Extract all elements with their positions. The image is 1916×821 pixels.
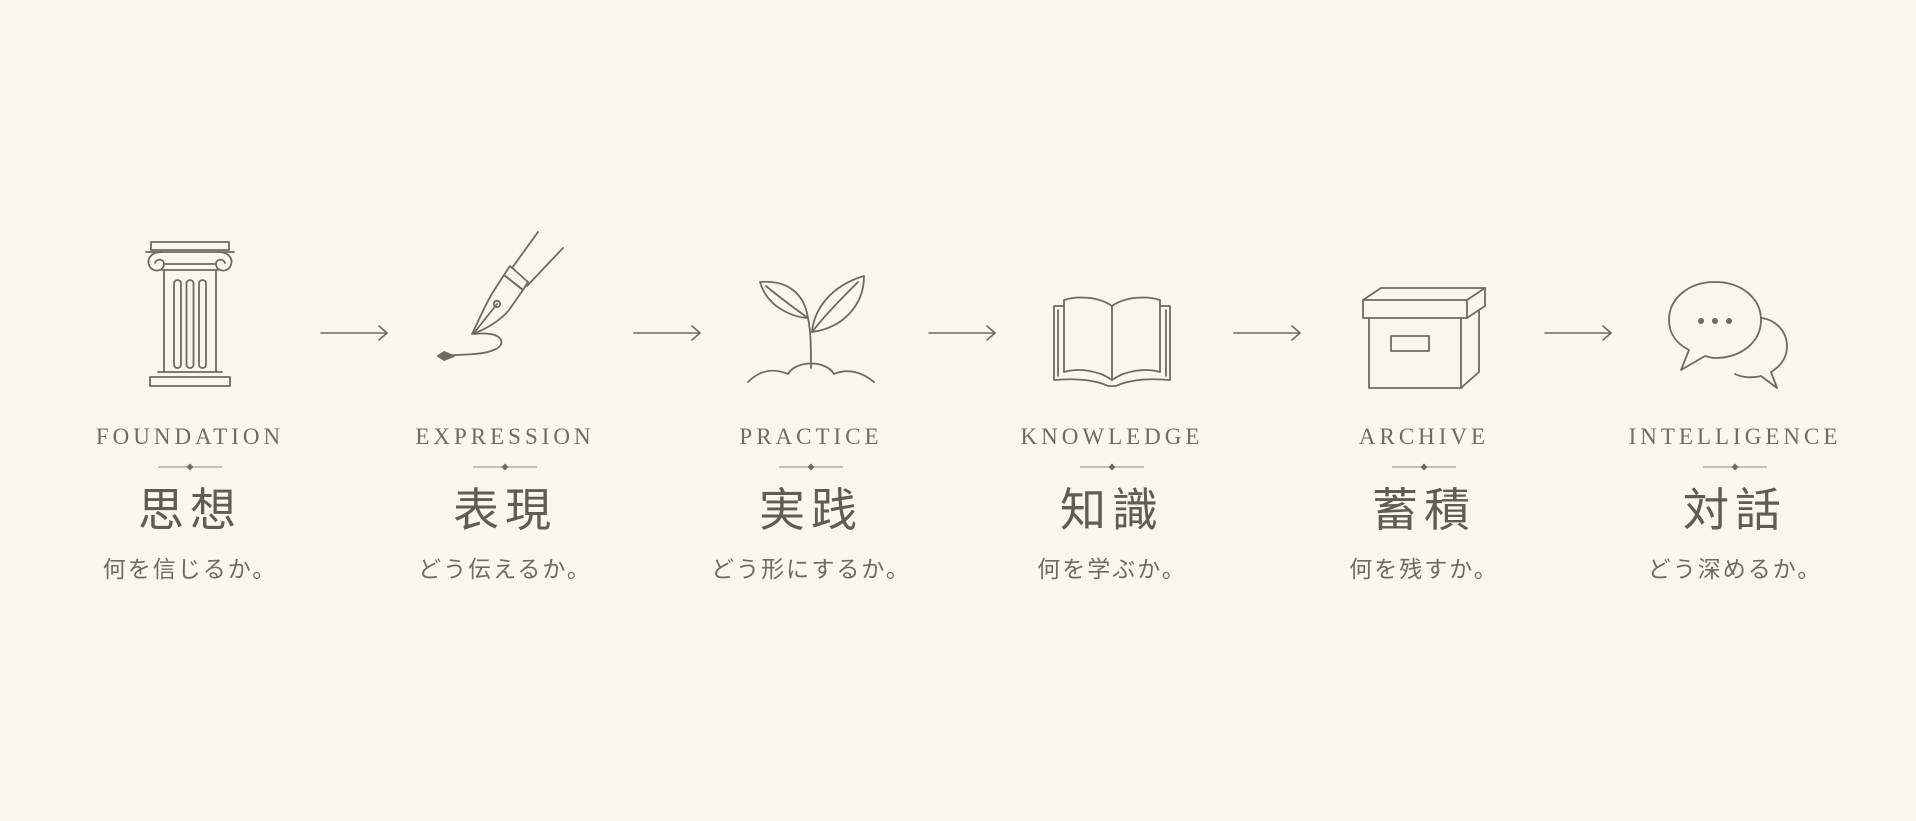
ornament-divider — [473, 463, 537, 471]
archive-box-icon — [1362, 287, 1486, 389]
step-caption: どう深めるか。 — [1647, 557, 1823, 583]
step-expression: EXPRESSION 表現 どう伝えるか。 — [385, 210, 625, 584]
step-caption: 何を学ぶか。 — [1037, 557, 1187, 583]
arrow-right-icon — [928, 325, 997, 341]
step-icon — [385, 210, 625, 390]
step-caption: 何を信じるか。 — [102, 557, 278, 583]
step-icon — [691, 210, 931, 390]
step-title-en: KNOWLEDGE — [1020, 424, 1204, 449]
step-icon — [1615, 210, 1855, 390]
step-foundation: FOUNDATION 思想 何を信じるか。 — [70, 210, 310, 584]
ornament-divider — [1080, 463, 1144, 471]
step-practice: PRACTICE 実践 どう形にするか。 — [691, 210, 931, 584]
step-title-ja: 実践 — [759, 483, 863, 537]
fountain-pen-icon — [437, 231, 564, 361]
step-caption: どう形にするか。 — [711, 557, 911, 583]
step-title-en: ARCHIVE — [1358, 424, 1490, 449]
step-intelligence: INTELLIGENCE 対話 どう深めるか。 — [1615, 210, 1855, 584]
column-icon — [145, 241, 235, 387]
step-knowledge: KNOWLEDGE 知識 何を学ぶか。 — [992, 210, 1232, 584]
arrow-right-icon — [1544, 325, 1613, 341]
step-title-ja: 知識 — [1060, 483, 1164, 537]
step-caption: 何を残すか。 — [1349, 557, 1499, 583]
step-caption: どう伝えるか。 — [418, 557, 592, 583]
step-title-en: PRACTICE — [739, 424, 883, 449]
open-book-icon — [1053, 296, 1171, 387]
arrow-right-icon — [633, 325, 702, 341]
ornament-divider — [158, 463, 222, 471]
step-archive: ARCHIVE 蓄積 何を残すか。 — [1304, 210, 1544, 584]
step-title-en: FOUNDATION — [95, 424, 285, 449]
ornament-divider — [1703, 463, 1767, 471]
ornament-divider — [779, 463, 843, 471]
step-title-ja: 表現 — [453, 483, 557, 537]
speech-bubbles-icon — [1668, 281, 1788, 389]
sprout-icon — [747, 275, 875, 383]
step-icon — [992, 210, 1232, 390]
step-title-ja: 蓄積 — [1372, 483, 1476, 537]
step-title-ja: 思想 — [138, 483, 242, 537]
step-title-en: EXPRESSION — [415, 424, 595, 449]
step-title-ja: 対話 — [1683, 483, 1787, 537]
ornament-divider — [1392, 463, 1456, 471]
step-icon — [70, 210, 310, 390]
arrow-right-icon — [1233, 325, 1302, 341]
arrow-right-icon — [320, 325, 389, 341]
step-icon — [1304, 210, 1544, 390]
step-title-en: INTELLIGENCE — [1628, 424, 1842, 449]
